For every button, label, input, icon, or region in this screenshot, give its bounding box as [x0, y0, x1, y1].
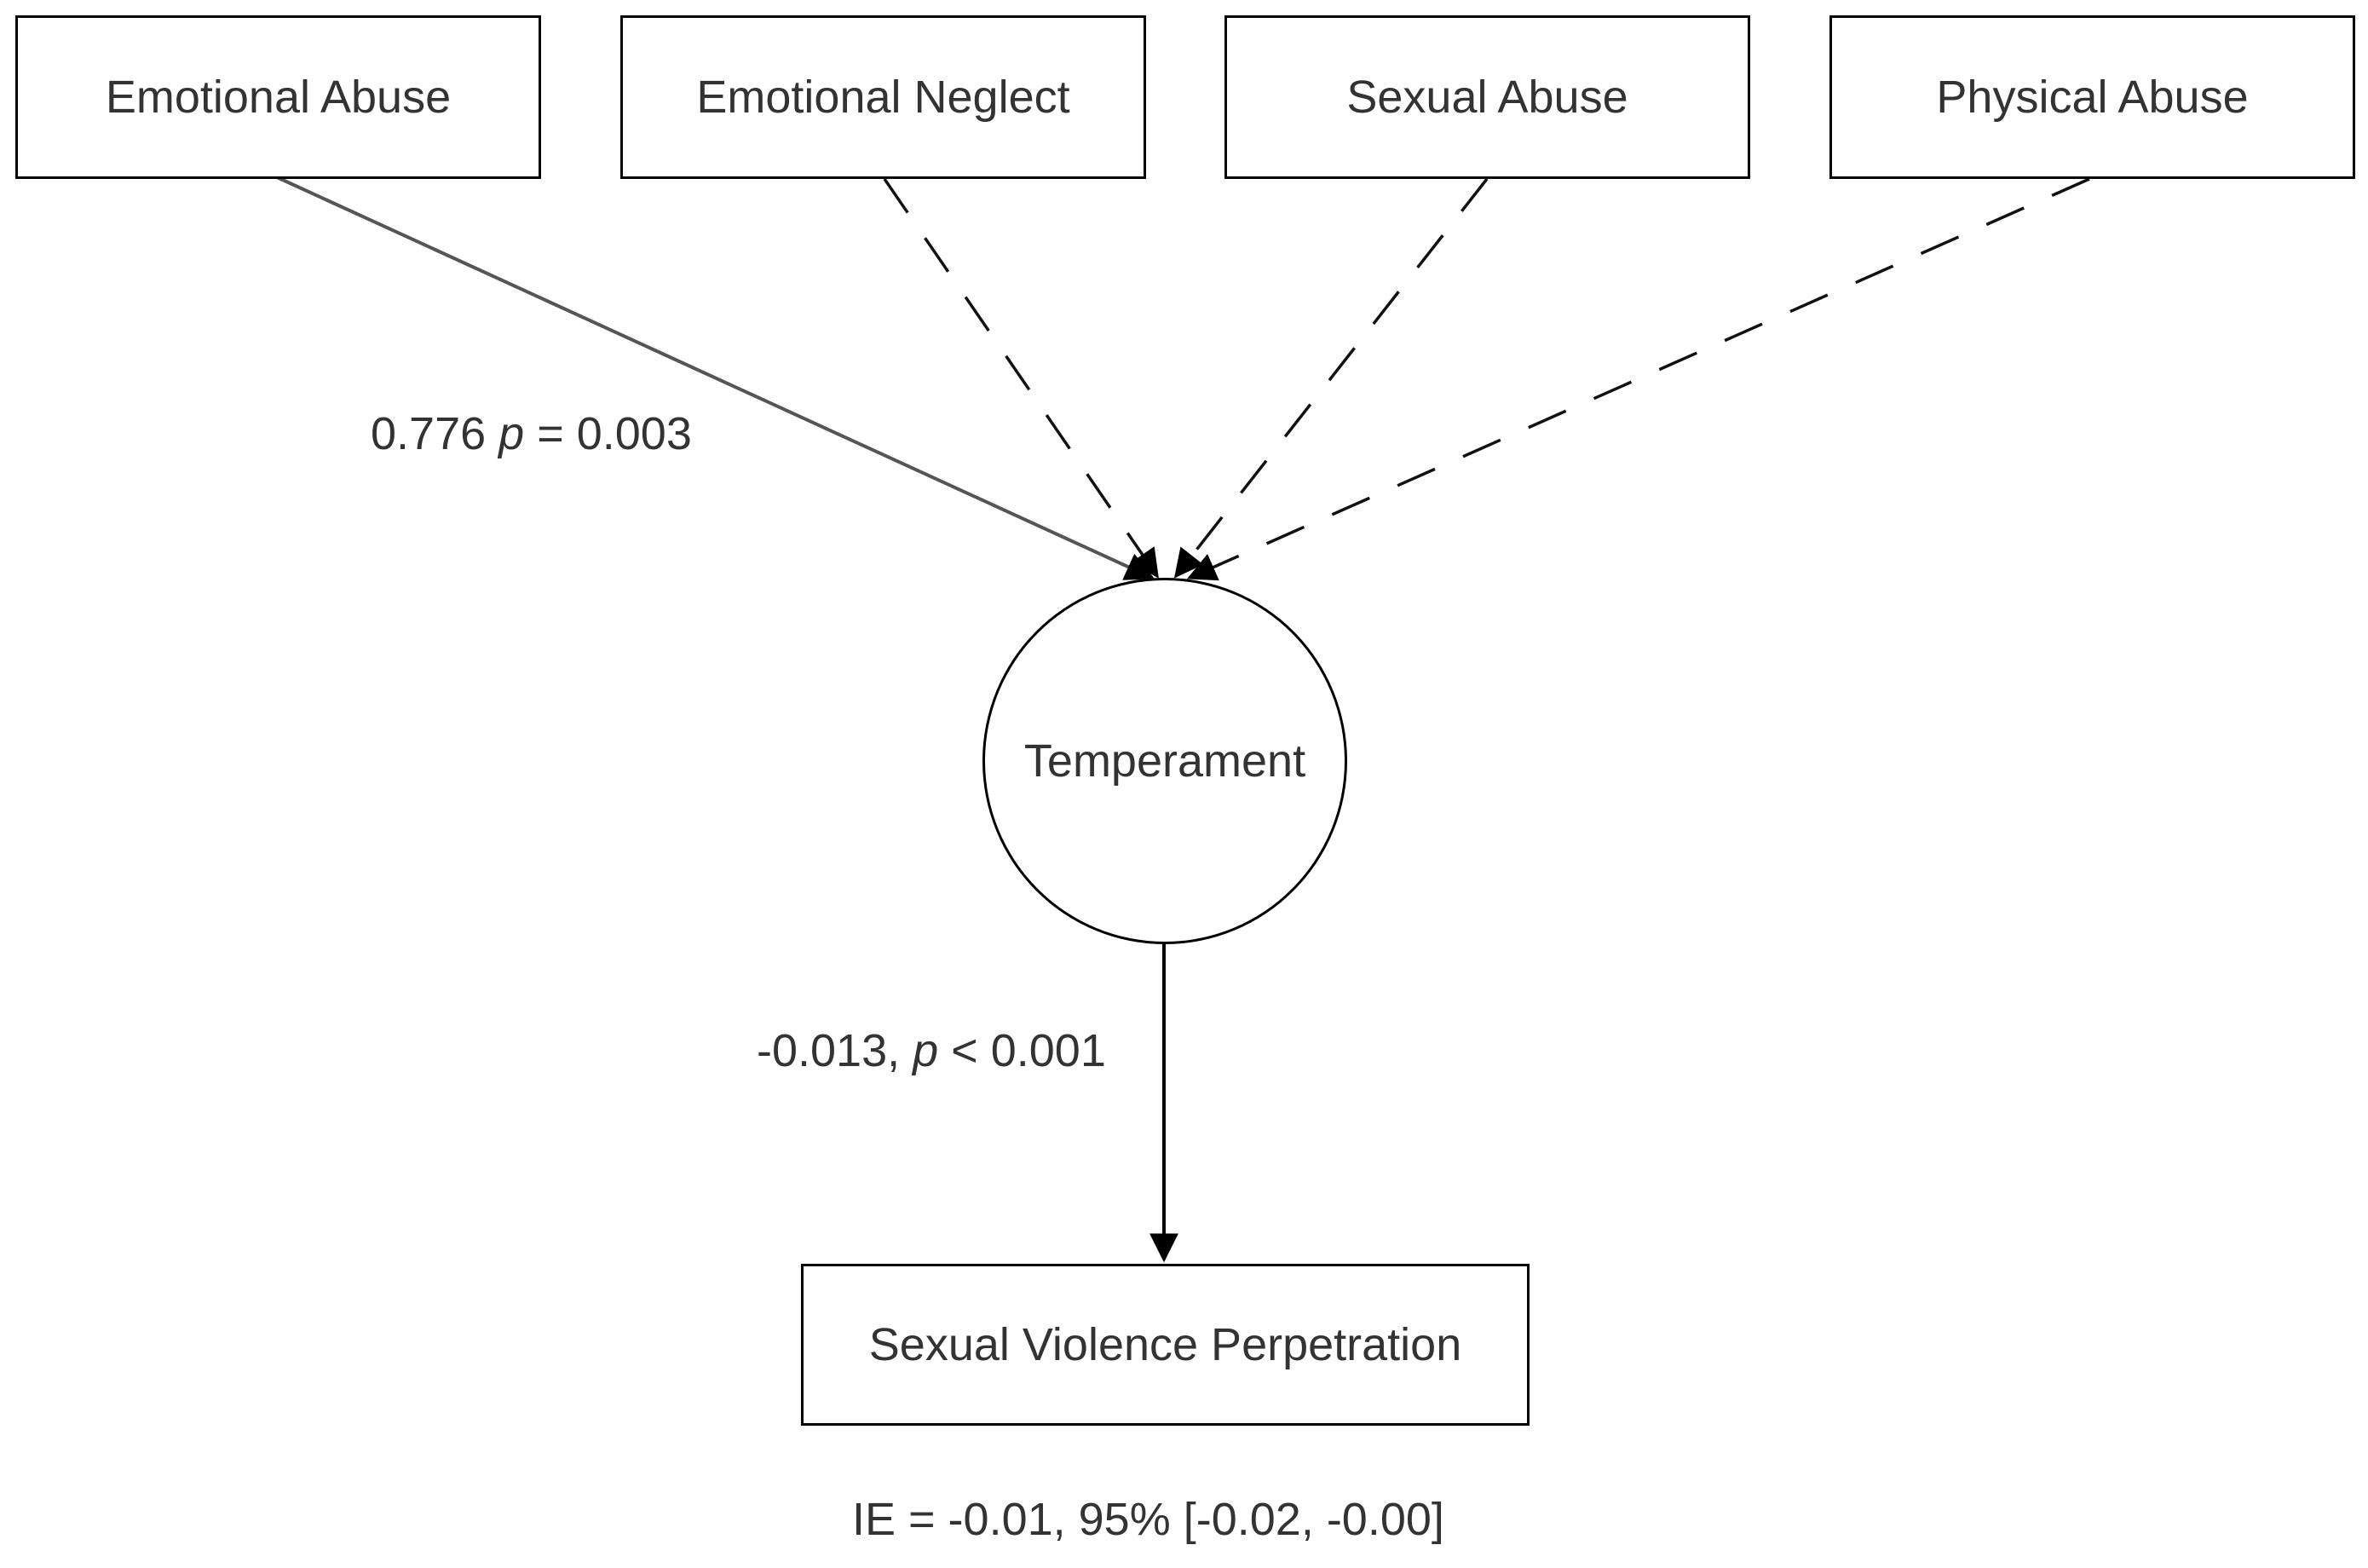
- node-physical-abuse-label: Physical Abuse: [1936, 72, 2249, 123]
- node-temperament-label: Temperament: [1023, 735, 1306, 787]
- path-sexual-abuse-to-temperament: [1173, 177, 1489, 579]
- a-path-p-symbol: p: [498, 408, 525, 459]
- node-outcome-label: Sexual Violence Perpetration: [868, 1319, 1462, 1370]
- node-emotional-abuse: Emotional Abuse: [15, 15, 541, 179]
- b-path-coefficient-label: -0.013, p < 0.001: [757, 1024, 1106, 1077]
- b-path-p-value: < 0.001: [938, 1025, 1106, 1076]
- path-emotional-neglect-to-temperament: [883, 178, 1159, 579]
- node-physical-abuse: Physical Abuse: [1829, 15, 2355, 179]
- indirect-effect-label: IE = -0.01, 95% [-0.02, -0.00]: [852, 1494, 1444, 1545]
- a-path-coefficient-label: 0.776 p = 0.003: [371, 407, 692, 460]
- a-path-p-value: = 0.003: [524, 408, 692, 459]
- node-emotional-neglect-label: Emotional Neglect: [696, 72, 1070, 123]
- path-physical-abuse-to-temperament: [1186, 177, 2090, 581]
- b-path-p-symbol: p: [913, 1025, 939, 1076]
- node-sexual-abuse-label: Sexual Abuse: [1346, 72, 1628, 123]
- path-emotional-abuse-to-temperament: [276, 176, 1155, 580]
- node-emotional-abuse-label: Emotional Abuse: [105, 72, 452, 123]
- node-sexual-abuse: Sexual Abuse: [1224, 15, 1750, 179]
- node-sexual-violence-perpetration: Sexual Violence Perpetration: [801, 1264, 1530, 1426]
- b-path-coef: -0.013,: [757, 1025, 913, 1076]
- node-emotional-neglect: Emotional Neglect: [620, 15, 1146, 179]
- a-path-coef: 0.776: [371, 408, 487, 459]
- node-temperament: Temperament: [982, 578, 1347, 944]
